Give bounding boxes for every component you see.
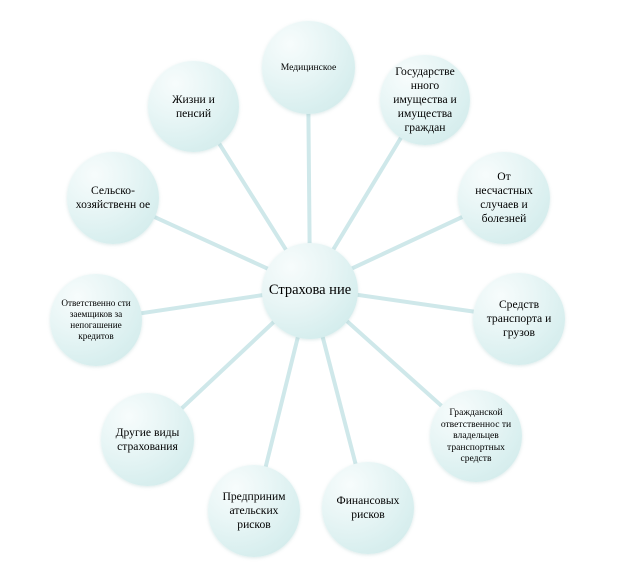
node-other: Другие виды страхования	[101, 393, 194, 486]
node-transport: Средств транспорта и грузов	[473, 273, 565, 365]
node-accidents: От несчастных случаев и болезней	[458, 152, 550, 244]
node-civil-liability-label: Гражданской ответственнос ти владельцев …	[440, 407, 512, 465]
node-agricultural: Сельско-хозяйственн ое	[67, 152, 159, 244]
node-agricultural-label: Сельско-хозяйственн ое	[75, 184, 151, 211]
node-medical-label: Медицинское	[280, 61, 337, 73]
node-property: Государстве нного имущества и имущества …	[380, 55, 470, 145]
node-civil-liability: Гражданской ответственнос ти владельцев …	[430, 390, 522, 482]
node-other-label: Другие виды страхования	[115, 425, 180, 453]
node-financial-label: Финансовых рисков	[336, 494, 400, 521]
node-business: Предприним ательских рисков	[208, 465, 300, 557]
node-borrowers: Ответственно сти заемщиков за непогашени…	[50, 274, 142, 366]
center-node-label: Страхова ние	[268, 282, 352, 299]
node-business-label: Предприним ательских рисков	[222, 490, 286, 531]
center-node: Страхова ние	[262, 243, 358, 339]
node-property-label: Государстве нного имущества и имущества …	[393, 65, 457, 134]
node-accidents-label: От несчастных случаев и болезней	[475, 170, 533, 225]
node-transport-label: Средств транспорта и грузов	[486, 298, 552, 339]
node-life: Жизни и пенсий	[148, 61, 239, 152]
node-financial: Финансовых рисков	[322, 462, 414, 554]
node-borrowers-label: Ответственно сти заемщиков за непогашени…	[61, 297, 131, 342]
node-medical: Медицинское	[262, 21, 355, 114]
node-life-label: Жизни и пенсий	[172, 92, 215, 120]
